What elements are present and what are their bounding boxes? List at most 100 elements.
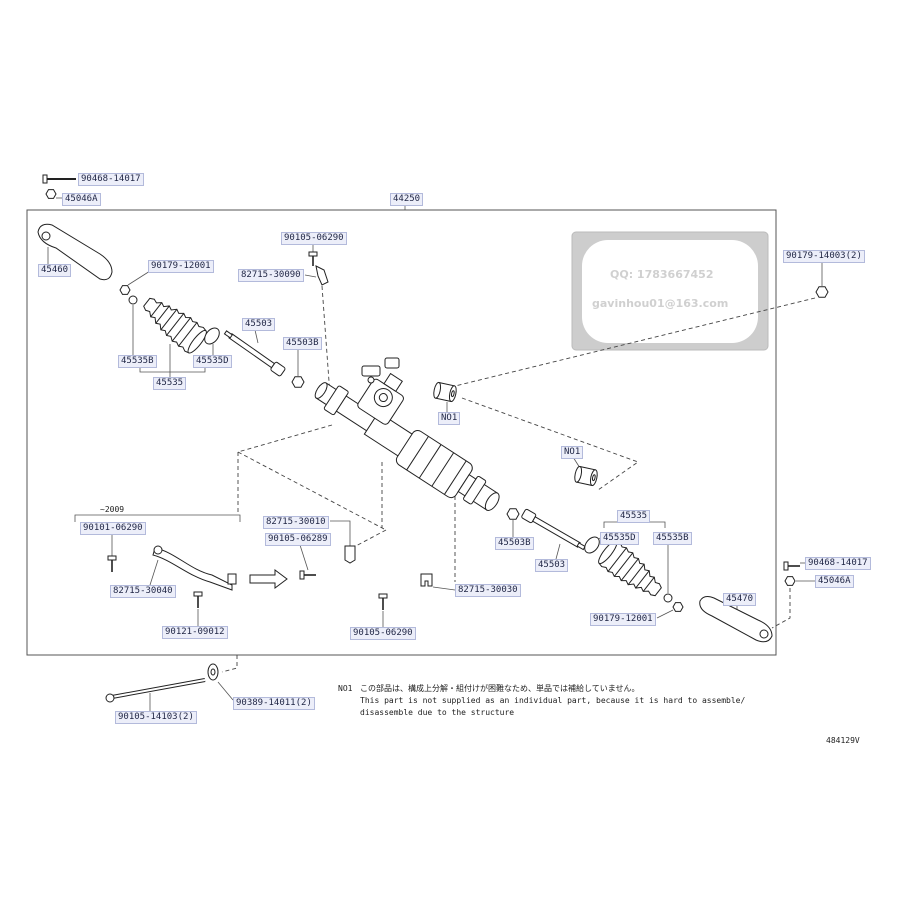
boot-rh-ridge — [635, 570, 650, 589]
tie-rod-end-lh-ball — [41, 231, 51, 241]
leader-rack-end-rh — [555, 543, 561, 560]
guide-right-bolt — [771, 588, 791, 629]
rack-end-rh-thread — [576, 542, 586, 551]
callout-clamp-inner-lh: 45535D — [193, 355, 232, 368]
callout-tie-rod-end-rh: 45470 — [723, 593, 757, 606]
rack-end-rh — [521, 508, 586, 551]
callout-mount-washer: 90389-14011(2) — [233, 697, 315, 710]
bolt-center-head — [299, 570, 305, 580]
mount-bolt-head — [105, 693, 115, 703]
boot-rh-ridge — [607, 547, 627, 572]
callout-rack-end-rh: 45503 — [535, 559, 569, 572]
boot-rh-ridge — [613, 552, 634, 577]
tie-rod-end-lh — [37, 223, 113, 281]
callout-tie-rod-end-lh: 45460 — [38, 264, 72, 277]
clamp-variant-tab — [227, 573, 237, 585]
footnote-jp-text: この部品は、構成上分解・組付けが困難なため、単品では補給していません。 — [360, 684, 640, 693]
bolt-right-head — [783, 561, 789, 571]
dashed-guides — [221, 285, 816, 673]
nut-top-left — [45, 189, 57, 199]
nut-right — [784, 576, 796, 586]
variant-year-label: ~2009 — [100, 505, 125, 514]
guide-right-bracket — [461, 397, 639, 491]
steering-rack-housing — [314, 372, 500, 511]
power-cylinder-rib — [444, 460, 467, 495]
pressure-fitting-port — [367, 376, 375, 384]
bushing-end — [574, 465, 583, 483]
footnote-en-line1: This part is not supplied as an individu… — [360, 696, 746, 705]
clip-center — [344, 545, 356, 564]
nut-top-right — [815, 286, 829, 298]
callout-mount-bolt: 90105-14103(2) — [115, 711, 197, 724]
clip-top — [315, 265, 329, 286]
callout-bolt-top: 90105-06290 — [281, 232, 347, 245]
watermark-email: gavinhou01@163.com — [592, 297, 729, 310]
callout-no1-b: NO1 — [561, 446, 584, 459]
callout-nut-top-right: 90179-14003(2) — [783, 250, 865, 263]
watermark-qq: QQ: 1783667452 — [610, 268, 714, 281]
callout-clip-lower: 82715-30030 — [455, 584, 521, 597]
bushing-no1-a — [433, 381, 457, 403]
callout-bolt-variant-lower: 90121-09012 — [162, 626, 228, 639]
callout-boot-lh: 45535 — [153, 377, 187, 390]
callout-clamp-variant: 82715-30040 — [110, 585, 176, 598]
callout-boot-rh: 45535 — [617, 510, 651, 523]
leader-lines — [47, 197, 823, 711]
clamp-variant-eye — [153, 545, 163, 555]
boot-lh-ridge — [171, 317, 192, 342]
lock-nut-rh — [506, 508, 520, 520]
rack-mount-right — [463, 476, 487, 505]
rack-end-lh-socket — [270, 361, 286, 377]
clip-lower — [420, 573, 433, 587]
callout-bolt-center: 90105-06289 — [265, 533, 331, 546]
boot-lh-ridge — [166, 313, 185, 336]
rack-end-rh-rod — [532, 516, 581, 548]
boot-lh — [143, 297, 207, 354]
callout-lock-nut-rh: 45503B — [495, 537, 534, 550]
callout-clamp-outer-rh: 45535B — [653, 532, 692, 545]
footnote-en-line2: disassemble due to the structure — [360, 708, 515, 717]
bolt-variant-head — [107, 555, 117, 561]
pressure-fitting-b — [384, 357, 400, 369]
bracket-boot-lh — [139, 367, 206, 373]
rack-end-lh-thread — [223, 330, 233, 339]
boot-lh-ridge — [150, 302, 163, 318]
leader-clip-top — [304, 274, 317, 278]
boot-rh-ridge — [620, 558, 639, 581]
bushing-no1-b — [574, 465, 598, 487]
leader-clamp-variant — [149, 559, 159, 586]
boot-lh-ridge — [155, 305, 170, 324]
leader-nut-rh — [656, 609, 674, 619]
tie-rod-end-rh — [699, 596, 773, 643]
rack-end-cap-right — [484, 492, 500, 511]
callout-no1-a: NO1 — [438, 412, 461, 425]
callout-rack-assembly: 44250 — [390, 193, 424, 206]
boot-rh — [598, 540, 662, 597]
clamp-inner-rh — [584, 536, 600, 554]
mount-washer-hole — [210, 668, 216, 676]
leader-mount-washer — [217, 681, 234, 701]
footnote: NO1 この部品は、構成上分解・組付けが困難なため、単品では補給していません。 T… — [338, 683, 745, 719]
control-valve-core — [378, 393, 388, 403]
callout-nut-top-left: 45046A — [62, 193, 101, 206]
guide-top-clip — [321, 285, 331, 396]
pressure-fitting-a — [361, 365, 381, 377]
callout-clamp-outer-lh: 45535B — [118, 355, 157, 368]
footnote-line-jp: NO1 この部品は、構成上分解・組付けが困難なため、単品では補給していません。 — [338, 683, 745, 695]
callout-nut-right: 45046A — [815, 575, 854, 588]
rack-end-cap-left — [314, 382, 328, 399]
callout-lock-nut-lh: 45503B — [283, 337, 322, 350]
footnote-code: NO1 — [338, 684, 353, 693]
callout-rack-end-lh: 45503 — [242, 318, 276, 331]
callout-clip-top: 82715-30090 — [238, 269, 304, 282]
bushing-end — [433, 381, 442, 399]
callout-bolt-top-left: 90468-14017 — [78, 173, 144, 186]
leader-bolt-center — [299, 544, 309, 571]
callout-clamp-inner-rh: 45535D — [600, 532, 639, 545]
clamp-outer-rh — [663, 593, 673, 603]
power-cylinder-rib — [406, 436, 429, 471]
callout-bolt-right: 90468-14017 — [805, 557, 871, 570]
bolt-top-left-head — [42, 174, 48, 184]
callout-bolt-lower: 90105-06290 — [350, 627, 416, 640]
